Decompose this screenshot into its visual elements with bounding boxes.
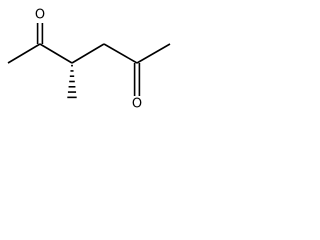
bond-c3-c4 bbox=[71, 43, 105, 64]
bond-layer bbox=[7, 23, 171, 99]
bond-c2-c3 bbox=[39, 43, 73, 64]
oxygen-atom-label-left: O bbox=[35, 8, 45, 23]
bond-c4-c5 bbox=[103, 43, 138, 64]
oxygen-atom-label-right: O bbox=[132, 97, 142, 112]
bond-c5-c6 bbox=[136, 43, 171, 64]
bond-c1-c2 bbox=[7, 43, 41, 64]
atom-label-layer: O O bbox=[35, 8, 142, 112]
skeletal-structure-diagram: O O bbox=[7, 8, 171, 112]
